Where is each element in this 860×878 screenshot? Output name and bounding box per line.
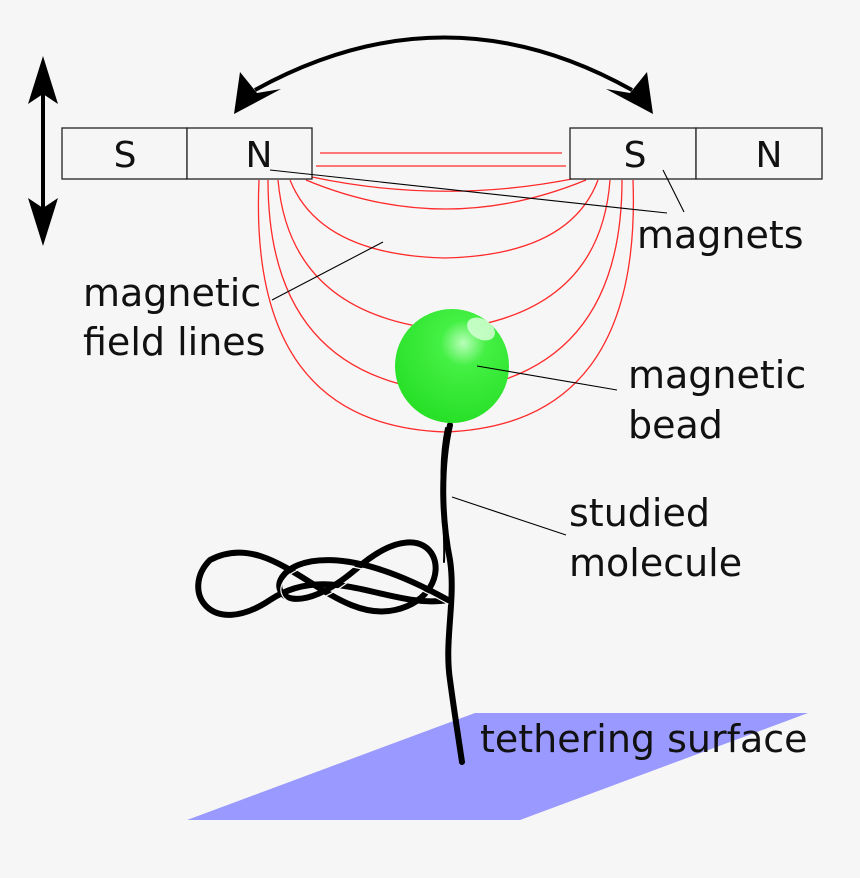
field-lines-label-line1: magnetic (83, 271, 261, 315)
leader-lines (269, 169, 685, 536)
molecule-label-line1: studied (569, 491, 710, 535)
surface-label: tethering surface (480, 717, 808, 761)
right-magnet: S N (569, 127, 823, 180)
bead-label-line1: magnetic (628, 353, 806, 397)
magnets-label: magnets (637, 213, 804, 257)
field-lines-label-line2: field lines (83, 320, 265, 364)
rotation-arrow-icon (234, 35, 653, 114)
bead-highlight (467, 317, 495, 341)
bead-label-line2: bead (628, 403, 723, 447)
left-magnet: S N (61, 127, 313, 180)
right-magnet-south-label: S (624, 135, 647, 176)
studied-molecule (195, 422, 465, 765)
left-magnet-north-label: N (246, 135, 273, 176)
left-magnet-south-label: S (114, 135, 137, 176)
molecule-label-line2: molecule (569, 541, 742, 585)
vertical-double-arrow-icon (28, 56, 58, 246)
tethering-surface (187, 713, 808, 820)
right-magnet-north-label: N (756, 135, 783, 176)
